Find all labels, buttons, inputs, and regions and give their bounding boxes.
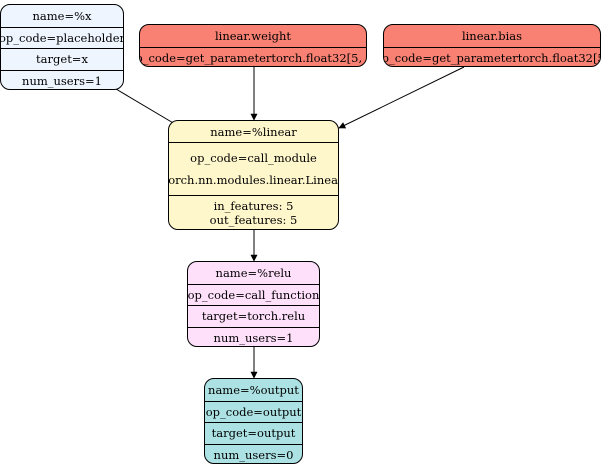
node-weight-opcode: op_code=get_parametertorch.float32[5, 5] <box>140 46 366 67</box>
node-output: name=%output op_code=output target=outpu… <box>204 378 303 464</box>
node-linear-weight: linear.weight op_code=get_parametertorch… <box>139 24 367 67</box>
node-linear-module-path: torch.nn.modules.linear.Linear <box>168 173 339 187</box>
node-linear-module: name=%linear op_code=call_module torch.n… <box>168 120 339 230</box>
node-linear-module-section: op_code=call_module torch.nn.modules.lin… <box>169 142 338 195</box>
node-output-num-users: num_users=0 <box>205 443 302 464</box>
node-bias-opcode: op_code=get_parametertorch.float32[5] <box>384 46 600 67</box>
node-output-target: target=output <box>205 422 302 444</box>
node-linear-params: in_features: 5 out_features: 5 <box>169 195 338 229</box>
node-bias-name: linear.bias <box>461 28 523 43</box>
node-linear-name: name=%linear <box>210 124 297 139</box>
node-linear-in-features: in_features: 5 <box>213 198 294 213</box>
node-output-opcode: op_code=output <box>205 400 302 423</box>
node-x-opcode: op_code=placeholder <box>1 26 123 49</box>
edge-bias-to-linear <box>338 66 465 129</box>
node-weight-name: linear.weight <box>214 28 292 43</box>
node-linear-opcode: op_code=call_module <box>190 151 317 165</box>
node-linear-bias: linear.bias op_code=get_parametertorch.f… <box>383 24 601 67</box>
node-x-name: name=%x <box>32 8 92 23</box>
node-relu-target: target=torch.relu <box>188 305 319 327</box>
edge-x-to-linear <box>115 88 181 128</box>
node-x-target: target=x <box>1 48 123 70</box>
node-output-name: name=%output <box>208 382 299 397</box>
node-x-num-users: num_users=1 <box>1 69 123 90</box>
node-relu-name: name=%relu <box>215 265 292 280</box>
node-relu-opcode: op_code=call_function <box>188 283 319 306</box>
node-relu-function: name=%relu op_code=call_function target=… <box>187 261 320 347</box>
node-relu-num-users: num_users=1 <box>188 326 319 347</box>
node-x-placeholder: name=%x op_code=placeholder target=x num… <box>0 4 124 90</box>
node-linear-out-features: out_features: 5 <box>209 212 298 227</box>
